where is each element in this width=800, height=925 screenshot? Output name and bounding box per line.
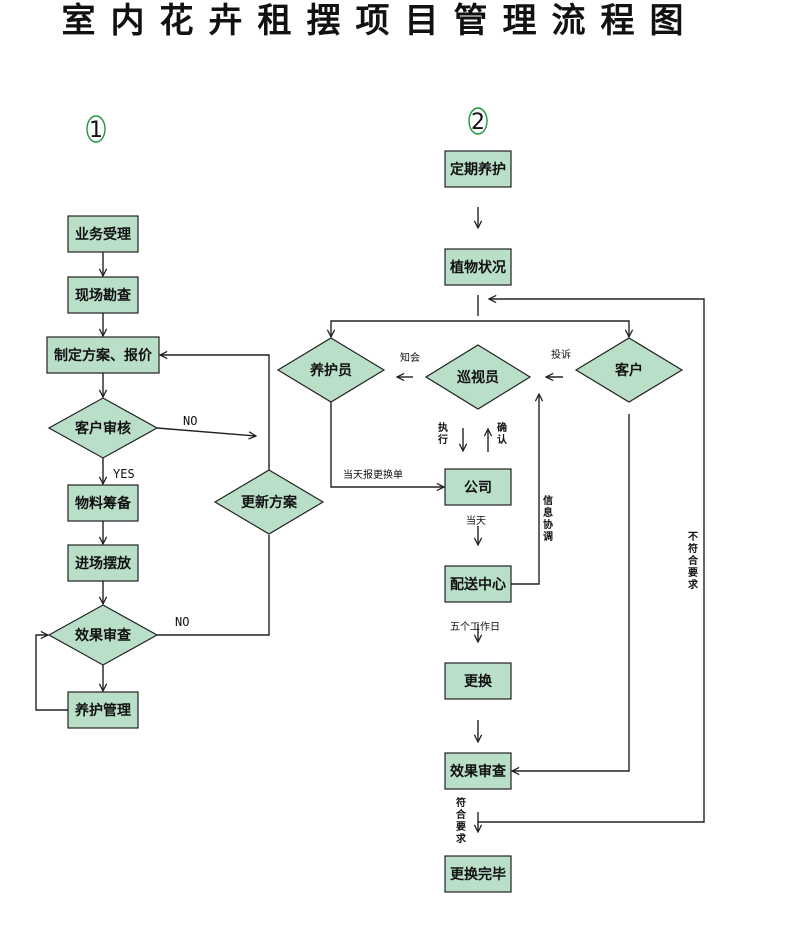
node-replace: 更换 [444,662,512,700]
svg-text:植物状况: 植物状况 [449,259,506,276]
node-site-survey: 现场勘查 [67,276,139,314]
svg-text:效果审查: 效果审查 [75,627,132,644]
svg-text:更换完毕: 更换完毕 [450,866,506,883]
svg-text:定期养护: 定期养护 [450,161,506,178]
svg-text:进场摆放: 进场摆放 [75,555,132,572]
svg-text:1: 1 [89,118,103,143]
svg-text:2: 2 [471,110,485,135]
svg-text:客户审核: 客户审核 [74,420,131,437]
node-regular-maintenance: 定期养护 [444,150,512,188]
section-marker-2: 2 [468,107,488,135]
svg-text:养护员: 养护员 [309,362,352,379]
label-complain: 投诉 [551,348,571,361]
node-company: 公司 [444,468,512,506]
svg-text:客户: 客户 [614,362,643,379]
label-notify: 知会 [400,351,420,364]
label-confirm: 确认 [497,421,508,446]
label-no-1: NO [183,414,197,428]
left-edges [35,252,270,711]
node-update-plan: 更新方案 [213,469,325,535]
label-info-coordination: 信息协调 [543,494,553,543]
node-maintenance: 养护管理 [67,691,139,729]
svg-text:更新方案: 更新方案 [241,494,298,511]
svg-text:养护管理: 养护管理 [74,702,131,719]
svg-text:业务受理: 业务受理 [75,226,131,243]
label-five-days: 五个工作日 [450,621,500,633]
node-inspector: 巡视员 [424,344,532,410]
label-same-day: 当天 [466,514,486,527]
label-meets-requirements: 符合要求 [455,796,467,845]
section-marker-1: 1 [86,115,106,143]
label-no-2: NO [175,615,189,629]
node-plant-status: 植物状况 [444,248,512,286]
svg-text:物料筹备: 物料筹备 [75,495,132,512]
svg-text:制定方案、报价: 制定方案、报价 [54,347,153,364]
node-effect-check-right: 效果审查 [444,752,512,790]
label-yes: YES [113,467,135,481]
label-execute: 执行 [437,421,448,446]
svg-text:公司: 公司 [464,480,492,496]
label-report: 当天报更换单 [343,468,403,481]
svg-text:更换: 更换 [464,673,493,690]
node-client-review: 客户审核 [47,397,159,459]
node-replace-done: 更换完毕 [444,855,512,893]
page-title: 室内花卉租摆项目管理流程图 [62,1,699,41]
label-not-meet-requirements: 不符合要求 [687,531,699,591]
right-edges [331,207,705,832]
node-effect-check-left: 效果审查 [47,604,159,666]
node-make-plan: 制定方案、报价 [46,336,160,374]
node-delivery-center: 配送中心 [444,565,512,603]
node-customer: 客户 [574,337,684,403]
node-caretaker: 养护员 [276,337,386,403]
node-business-accept: 业务受理 [67,215,139,253]
svg-text:巡视员: 巡视员 [457,369,499,386]
svg-text:现场勘查: 现场勘查 [75,287,132,304]
svg-text:效果审查: 效果审查 [450,763,507,780]
node-install: 进场摆放 [67,544,139,582]
svg-text:配送中心: 配送中心 [450,576,506,593]
node-material-prep: 物料筹备 [67,484,139,522]
